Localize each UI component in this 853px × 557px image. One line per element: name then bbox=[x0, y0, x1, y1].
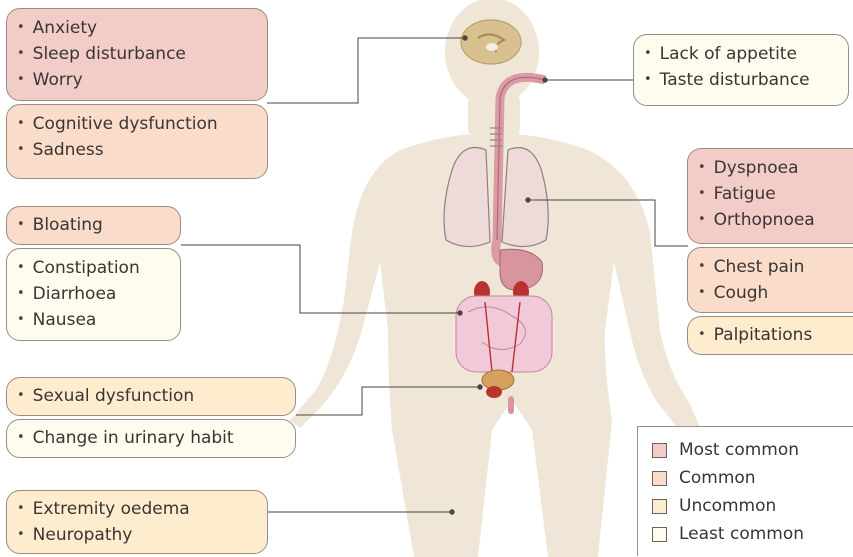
symptom-item: Taste disturbance bbox=[644, 68, 838, 94]
legend: Most common Common Uncommon Least common bbox=[637, 426, 853, 556]
legend-label: Most common bbox=[679, 440, 799, 460]
legend-item-uncommon: Uncommon bbox=[652, 492, 853, 520]
lung-most-common-box: Dyspnoea Fatigue Orthopnoea bbox=[687, 148, 853, 244]
legend-swatch bbox=[652, 527, 667, 542]
brain-common-box: Cognitive dysfunction Sadness bbox=[6, 104, 268, 179]
brain-icon bbox=[461, 20, 521, 64]
symptom-item: Neuropathy bbox=[17, 523, 257, 549]
symptom-item: Cognitive dysfunction bbox=[17, 112, 257, 138]
legend-label: Common bbox=[679, 468, 756, 488]
mouth-least-common-box: Lack of appetite Taste disturbance bbox=[633, 34, 849, 106]
symptom-item: Fatigue bbox=[698, 182, 843, 208]
gi-common-box: Bloating bbox=[6, 206, 181, 245]
limb-uncommon-box: Extremity oedema Neuropathy bbox=[6, 490, 268, 554]
symptom-item: Lack of appetite bbox=[644, 42, 838, 68]
symptom-item: Sadness bbox=[17, 138, 257, 164]
legend-label: Uncommon bbox=[679, 496, 776, 516]
legend-item-common: Common bbox=[652, 464, 853, 492]
symptom-item: Change in urinary habit bbox=[17, 426, 285, 452]
legend-label: Least common bbox=[679, 524, 804, 544]
symptom-item: Dyspnoea bbox=[698, 156, 843, 182]
heart-uncommon-box: Palpitations bbox=[687, 316, 853, 355]
legend-swatch bbox=[652, 443, 667, 458]
pelvic-least-common-box: Change in urinary habit bbox=[6, 419, 296, 458]
symptom-item: Bloating bbox=[17, 213, 170, 239]
symptom-item: Cough bbox=[698, 281, 843, 307]
symptom-item: Anxiety bbox=[17, 16, 257, 42]
symptom-item: Nausea bbox=[17, 308, 170, 334]
symptom-item: Palpitations bbox=[698, 323, 843, 349]
legend-swatch bbox=[652, 499, 667, 514]
symptom-item: Worry bbox=[17, 68, 257, 94]
pelvic-uncommon-box: Sexual dysfunction bbox=[6, 377, 296, 416]
intestines-icon bbox=[456, 296, 552, 372]
symptom-item: Orthopnoea bbox=[698, 208, 843, 234]
brain-most-common-box: Anxiety Sleep disturbance Worry bbox=[6, 8, 268, 101]
chest-common-box: Chest pain Cough bbox=[687, 247, 853, 313]
gi-least-common-box: Constipation Diarrhoea Nausea bbox=[6, 248, 181, 341]
legend-item-most-common: Most common bbox=[652, 436, 853, 464]
symptom-item: Extremity oedema bbox=[17, 497, 257, 523]
symptom-item: Diarrhoea bbox=[17, 282, 170, 308]
symptom-item: Chest pain bbox=[698, 255, 843, 281]
legend-swatch bbox=[652, 471, 667, 486]
symptom-item: Sleep disturbance bbox=[17, 42, 257, 68]
symptom-item: Constipation bbox=[17, 256, 170, 282]
symptom-item: Sexual dysfunction bbox=[17, 384, 285, 410]
legend-item-least-common: Least common bbox=[652, 520, 853, 548]
